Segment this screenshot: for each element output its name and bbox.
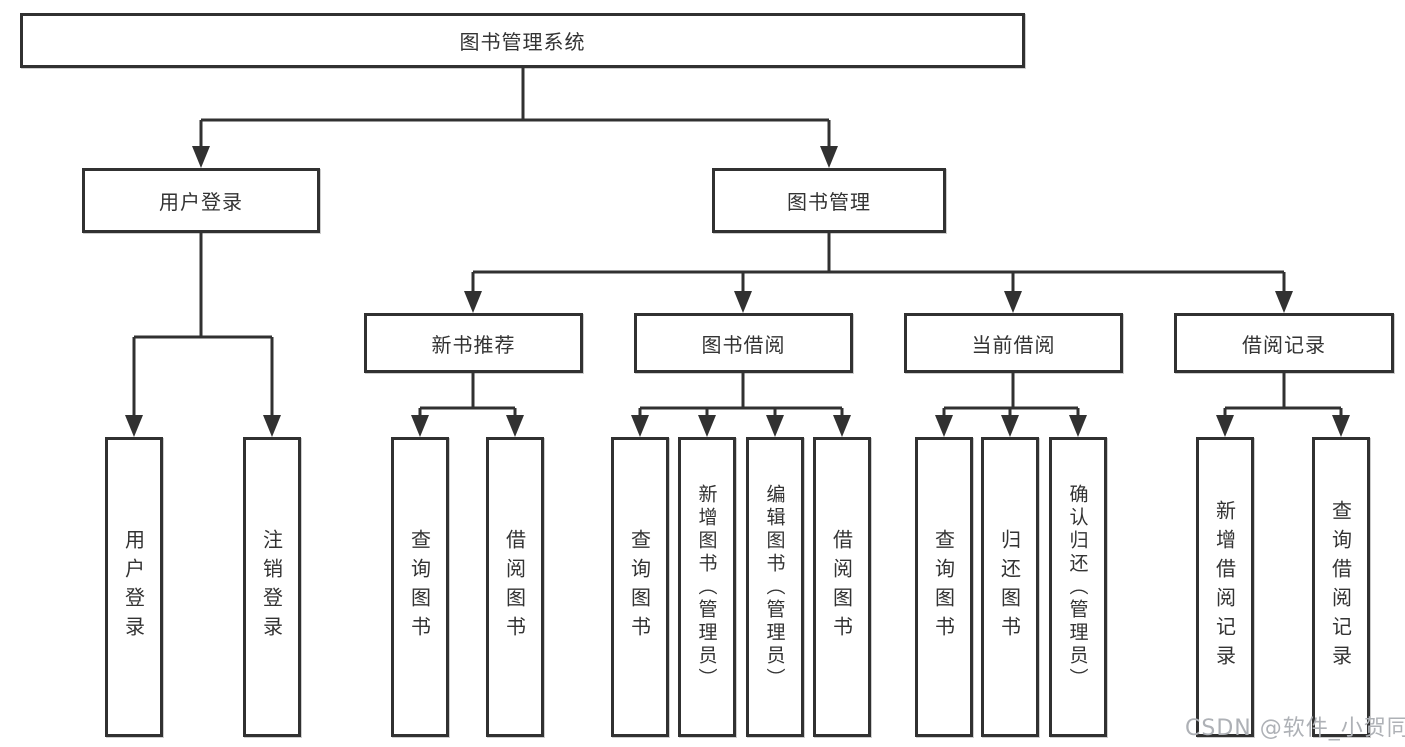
csdn-watermark: CSDN @软件_小贺同学 bbox=[1185, 716, 1405, 741]
node-label: 当前借阅 bbox=[971, 332, 1056, 357]
arrow-down-icon bbox=[698, 415, 716, 437]
leaf-label: 用户登录 bbox=[121, 529, 146, 645]
node-current-borrowing: 当前借阅 bbox=[904, 313, 1123, 373]
leaf-label: 新增借阅记录 bbox=[1212, 500, 1237, 674]
arrow-down-icon bbox=[1332, 415, 1350, 437]
node-label: 借阅记录 bbox=[1242, 332, 1326, 357]
arrow-down-icon bbox=[766, 415, 784, 437]
node-book-borrowing: 图书借阅 bbox=[634, 313, 853, 373]
leaf-query-books: 查询图书 bbox=[915, 437, 973, 737]
node-book-management: 图书管理 bbox=[712, 168, 946, 233]
leaf-label: 确认归还（管理员） bbox=[1066, 483, 1089, 691]
arrowheads bbox=[125, 146, 1350, 437]
leaf-label: 查询图书 bbox=[931, 529, 956, 645]
node-label: 图书管理系统 bbox=[459, 30, 586, 54]
leaf-add-borrow-record: 新增借阅记录 bbox=[1196, 437, 1254, 737]
arrow-down-icon bbox=[935, 415, 953, 437]
leaf-label: 借阅图书 bbox=[829, 529, 854, 645]
connector-paths bbox=[132, 68, 1343, 417]
leaf-label: 编辑图书（管理员） bbox=[763, 483, 786, 691]
node-label: 用户登录 bbox=[159, 190, 243, 214]
leaf-label: 查询图书 bbox=[627, 529, 652, 645]
arrow-down-icon bbox=[734, 291, 752, 313]
arrow-down-icon bbox=[1275, 291, 1293, 313]
leaf-add-books-admin: 新增图书（管理员） bbox=[678, 437, 736, 737]
node-label: 图书借阅 bbox=[701, 332, 786, 357]
arrow-down-icon bbox=[125, 415, 143, 437]
node-label: 图书管理 bbox=[787, 190, 871, 214]
leaf-logout: 注销登录 bbox=[243, 437, 301, 737]
arrow-down-icon bbox=[192, 146, 210, 168]
arrow-down-icon bbox=[1216, 415, 1234, 437]
leaf-query-borrow-record: 查询借阅记录 bbox=[1312, 437, 1370, 737]
arrow-down-icon bbox=[1004, 291, 1022, 313]
leaf-label: 新增图书（管理员） bbox=[695, 483, 718, 691]
node-library-management-system: 图书管理系统 bbox=[20, 13, 1025, 68]
leaf-label: 归还图书 bbox=[997, 529, 1022, 645]
node-borrowing-records: 借阅记录 bbox=[1174, 313, 1394, 373]
leaf-edit-books-admin: 编辑图书（管理员） bbox=[746, 437, 804, 737]
leaf-return-books: 归还图书 bbox=[981, 437, 1039, 737]
leaf-label: 注销登录 bbox=[259, 529, 284, 645]
node-user-login: 用户登录 bbox=[82, 168, 320, 233]
leaf-confirm-return-admin: 确认归还（管理员） bbox=[1049, 437, 1107, 737]
leaf-label: 查询借阅记录 bbox=[1328, 500, 1353, 674]
arrow-down-icon bbox=[411, 415, 429, 437]
leaf-label: 查询图书 bbox=[407, 529, 432, 645]
arrow-down-icon bbox=[263, 415, 281, 437]
arrow-down-icon bbox=[1001, 415, 1019, 437]
leaf-borrow-books: 借阅图书 bbox=[813, 437, 871, 737]
leaf-borrow-books: 借阅图书 bbox=[486, 437, 544, 737]
node-new-book-recommendation: 新书推荐 bbox=[364, 313, 583, 373]
leaf-query-books: 查询图书 bbox=[611, 437, 669, 737]
arrow-down-icon bbox=[506, 415, 524, 437]
node-label: 新书推荐 bbox=[431, 332, 516, 357]
arrow-down-icon bbox=[631, 415, 649, 437]
arrow-down-icon bbox=[464, 291, 482, 313]
leaf-label: 借阅图书 bbox=[502, 529, 527, 645]
arrow-down-icon bbox=[820, 146, 838, 168]
leaf-query-books: 查询图书 bbox=[391, 437, 449, 737]
arrow-down-icon bbox=[1069, 415, 1087, 437]
arrow-down-icon bbox=[833, 415, 851, 437]
leaf-user-login: 用户登录 bbox=[105, 437, 163, 737]
